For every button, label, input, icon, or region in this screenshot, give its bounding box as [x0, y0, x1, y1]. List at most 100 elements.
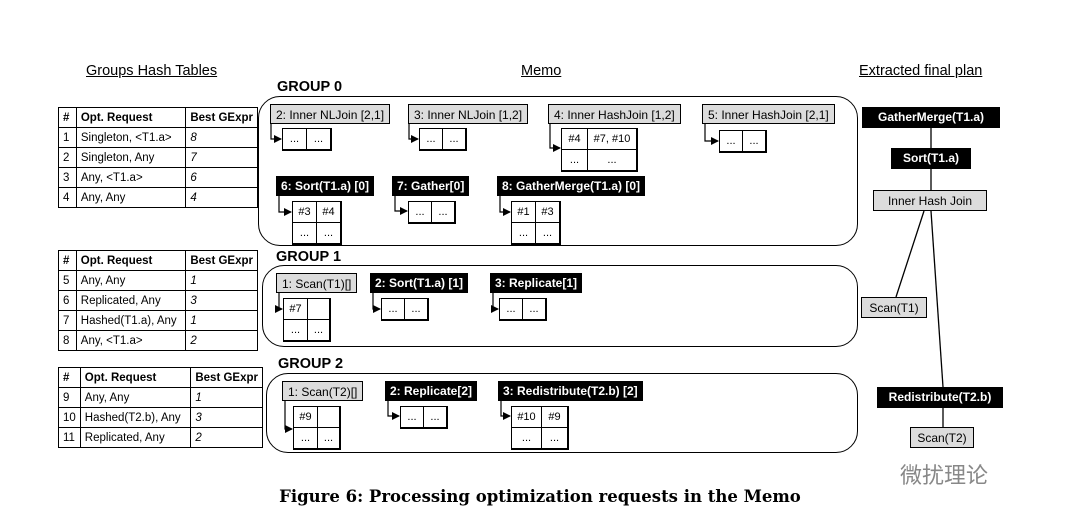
hash-table-header: # Opt. Request Best GExpr [58, 367, 263, 388]
gexpr-g0-3-inner-nljoin[interactable]: 3: Inner NLJoin [1,2] [408, 104, 529, 124]
slot-cell: ... [542, 428, 568, 449]
header-opt-request: Opt. Request [79, 367, 192, 388]
gexpr-g0-5-slots: ... ... [719, 130, 767, 153]
slot-cell: ... [536, 223, 560, 244]
slot-cell: #1 [512, 202, 536, 223]
gexpr-g0-3-slots: ... ... [419, 128, 467, 151]
slot-cell: ... [409, 202, 432, 223]
header-best-gexpr: Best GExpr [185, 250, 258, 271]
gexpr-g2-2-replicate[interactable]: 2: Replicate[2] [385, 381, 478, 401]
gexpr-g0-6-sort[interactable]: 6: Sort(T1.a) [0] [276, 176, 375, 196]
row-request: Replicated, Any [75, 290, 187, 311]
plan-node-sort[interactable]: Sort(T1.a) [891, 148, 971, 169]
row-request: Hashed(T1.a), Any [75, 310, 187, 331]
group-0-box [258, 96, 858, 246]
row-request: Any, Any [75, 270, 187, 291]
slot-cell: ... [500, 299, 523, 320]
plan-node-scan-t2[interactable]: Scan(T2) [910, 427, 974, 448]
figure-caption: Figure 6: Processing optimization reques… [279, 487, 801, 506]
gexpr-g0-5-inner-hashjoin[interactable]: 5: Inner HashJoin [2,1] [702, 104, 835, 124]
slot-cell: ... [523, 299, 546, 320]
gexpr-g2-1-slots: #9 ... ... [293, 406, 341, 450]
row-request: Replicated, Any [79, 427, 192, 448]
slot-cell: ... [720, 131, 743, 152]
slot-cell: ... [512, 223, 536, 244]
slot-cell: ... [401, 407, 424, 428]
row-best: 2 [190, 427, 263, 448]
gexpr-g2-3-slots: #10 #9 ... ... [511, 406, 569, 450]
slot-cell: ... [382, 299, 405, 320]
row-best: 3 [185, 290, 258, 311]
gexpr-g1-2-sort[interactable]: 2: Sort(T1.a) [1] [370, 273, 469, 293]
group-1-title: GROUP 1 [276, 249, 342, 265]
row-request: Any, Any [75, 187, 187, 208]
slot-cell: #7 [284, 299, 308, 320]
slot-cell: ... [294, 428, 318, 449]
slot-cell: ... [424, 407, 447, 428]
plan-node-gathermerge[interactable]: GatherMerge(T1.a) [862, 107, 1000, 128]
gexpr-g1-2-slots: ... ... [381, 298, 429, 321]
gexpr-g0-8-slots: #1 #3 ... ... [511, 201, 561, 245]
gexpr-g0-2-inner-nljoin[interactable]: 2: Inner NLJoin [2,1] [270, 104, 391, 124]
plan-node-redistribute[interactable]: Redistribute(T2.b) [877, 387, 1003, 408]
slot-cell: ... [562, 150, 588, 171]
slot-cell: ... [317, 223, 341, 244]
slot-cell: #9 [542, 407, 568, 428]
slot-cell: ... [512, 428, 542, 449]
plan-node-scan-t1[interactable]: Scan(T1) [861, 297, 927, 318]
gexpr-g0-7-slots: ... ... [408, 201, 456, 224]
row-best: 2 [185, 330, 258, 351]
gexpr-g0-7-gather[interactable]: 7: Gather[0] [392, 176, 470, 196]
slot-cell: ... [283, 129, 307, 150]
slot-cell: ... [420, 129, 443, 150]
header-best-gexpr: Best GExpr [190, 367, 263, 388]
header-opt-request: Opt. Request [75, 107, 187, 128]
gexpr-g1-1-slots: #7 ... ... [283, 298, 331, 342]
slot-cell: ... [588, 150, 637, 171]
slot-cell: ... [293, 223, 317, 244]
watermark: 微扰理论 [900, 463, 989, 488]
hash-table-header: # Opt. Request Best GExpr [58, 250, 258, 271]
slot-cell: ... [284, 320, 308, 341]
row-request: Any, <T1.a> [75, 330, 187, 351]
gexpr-g1-1-scan[interactable]: 1: Scan(T1)[] [276, 273, 358, 293]
slot-cell [308, 299, 330, 320]
gexpr-g0-4-slots: #4 #7, #10 ... ... [561, 128, 638, 172]
slot-cell: ... [308, 320, 330, 341]
slot-cell: ... [307, 129, 331, 150]
plan-node-inner-hash-join[interactable]: Inner Hash Join [873, 190, 987, 211]
slot-cell: #3 [293, 202, 317, 223]
gexpr-g2-1-scan[interactable]: 1: Scan(T2)[] [282, 381, 364, 401]
gexpr-g2-3-redistribute[interactable]: 3: Redistribute(T2.b) [2] [498, 381, 643, 401]
group-1-box [262, 265, 858, 347]
groups-hash-tables-heading: Groups Hash Tables [86, 63, 218, 79]
slot-cell [318, 407, 340, 428]
gexpr-g0-4-inner-hashjoin[interactable]: 4: Inner HashJoin [1,2] [548, 104, 681, 124]
slot-cell: #10 [512, 407, 542, 428]
header-opt-request: Opt. Request [75, 250, 187, 271]
gexpr-g0-8-gathermerge[interactable]: 8: GatherMerge(T1.a) [0] [497, 176, 646, 196]
slot-cell: ... [405, 299, 428, 320]
slot-cell: #3 [536, 202, 560, 223]
gexpr-g1-3-replicate[interactable]: 3: Replicate[1] [490, 273, 583, 293]
row-best: 4 [185, 187, 258, 208]
gexpr-g2-2-slots: ... ... [400, 406, 448, 429]
group-0-title: GROUP 0 [277, 79, 343, 95]
group-2-title: GROUP 2 [278, 356, 344, 372]
row-request: Hashed(T2.b), Any [79, 407, 192, 428]
gexpr-g0-6-slots: #3 #4 ... ... [292, 201, 342, 245]
slot-cell: #4 [317, 202, 341, 223]
slot-cell: #9 [294, 407, 318, 428]
slot-cell: #7, #10 [588, 129, 637, 150]
slot-cell: ... [443, 129, 466, 150]
